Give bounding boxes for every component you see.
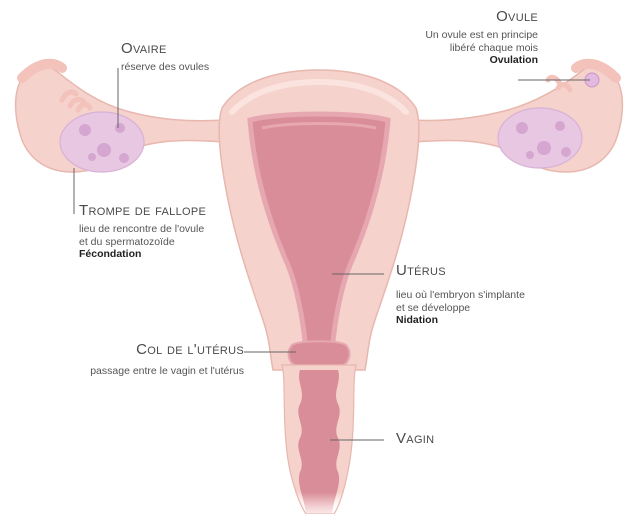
- uterus-body: [219, 70, 419, 370]
- uterus-desc-line-1: lieu où l'embryon s'implante: [396, 289, 525, 302]
- left-ovary: [60, 112, 144, 172]
- ovaire-title: Ovaire: [121, 40, 209, 58]
- trompe-key: Fécondation: [79, 248, 206, 261]
- ovaire-label: Ovaire réserve des ovules: [121, 40, 209, 74]
- uterus-desc-line-2: et se développe: [396, 302, 525, 315]
- ovule-desc-line-1: Un ovule est en principe: [378, 29, 538, 42]
- trompe-desc-line-1: lieu de rencontre de l'ovule: [79, 223, 206, 236]
- trompe-desc-line-2: et du spermatozoïde: [79, 236, 206, 249]
- right-fimbriae: [548, 77, 570, 90]
- trompe-label: Trompe de fallope lieu de rencontre de l…: [79, 202, 206, 261]
- ovule-key: Ovulation: [378, 54, 538, 67]
- right-ovary: [498, 108, 582, 168]
- col-label: Col de l'utérus passage entre le vagin e…: [0, 341, 244, 378]
- col-desc-line-1: passage entre le vagin et l'utérus: [0, 365, 244, 378]
- ovule-label: Ovule Un ovule est en principe libéré ch…: [378, 8, 538, 67]
- uterus-title: Utérus: [396, 262, 525, 280]
- uterus-key: Nidation: [396, 314, 525, 327]
- trompe-title: Trompe de fallope: [79, 202, 206, 220]
- col-title: Col de l'utérus: [0, 341, 244, 359]
- uterus-label: Utérus lieu où l'embryon s'implante et s…: [396, 262, 525, 327]
- ovaire-desc-line-1: réserve des ovules: [121, 61, 209, 74]
- vagin-label: Vagin: [396, 430, 434, 451]
- ovule-desc-line-2: libéré chaque mois: [378, 42, 538, 55]
- ovule-title: Ovule: [378, 8, 538, 26]
- vagin-title: Vagin: [396, 430, 434, 448]
